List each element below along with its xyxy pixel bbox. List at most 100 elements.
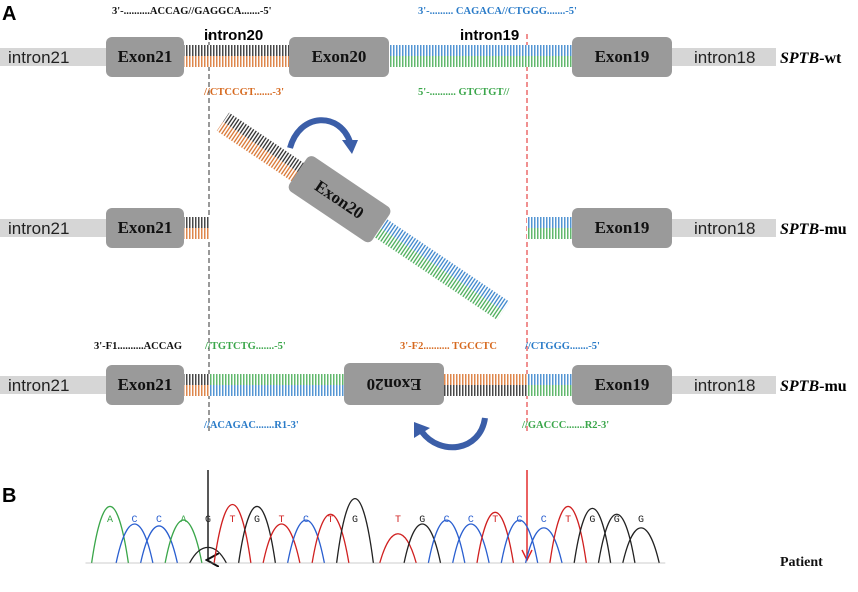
row1-strand-black-2 xyxy=(210,45,290,56)
fragment-strand-green xyxy=(372,226,504,320)
exon21-label-row1: Exon21 xyxy=(118,47,173,66)
row1-strand-orange-2 xyxy=(210,56,290,67)
right-base-call: T xyxy=(395,515,401,526)
exon20-label-row3-inverted: Exon20 xyxy=(367,375,422,394)
right-base-call: T xyxy=(565,515,571,526)
row2-strand-green xyxy=(527,228,573,239)
exon19-box-row2 xyxy=(572,208,672,248)
row2-strand-blue xyxy=(527,217,573,228)
left-trace-peak xyxy=(189,546,227,564)
right-trace-peak xyxy=(452,523,490,564)
exon20-box-row1 xyxy=(289,37,389,77)
right-base-call: G xyxy=(614,515,620,526)
right-trace-peak xyxy=(403,523,442,564)
inversion-arrowhead-bottom xyxy=(414,422,430,438)
inversion-arrow-top xyxy=(287,117,353,149)
row1-strand-orange xyxy=(182,56,210,67)
excised-exon20-fragment: Exon20 xyxy=(216,112,510,320)
row1-strand-blue xyxy=(388,45,574,56)
arrowhead-red xyxy=(521,549,533,562)
exon21-label-row2: Exon21 xyxy=(118,218,173,237)
left-trace-peak xyxy=(286,519,326,564)
row3-strand-black xyxy=(444,385,528,396)
exon19-box-row1 xyxy=(572,37,672,77)
exon20-label-row1: Exon20 xyxy=(312,47,367,66)
right-base-call: C xyxy=(468,515,474,526)
right-trace-peak xyxy=(524,527,563,564)
row3-strand-green xyxy=(210,374,346,385)
row3-strand-green-right xyxy=(528,385,574,396)
left-base-call: T xyxy=(229,515,235,526)
fragment-strand-orange xyxy=(216,121,300,183)
seq-row3-top-left-b: //TGTCTG.......-5' xyxy=(204,341,286,352)
intron18-bar-row1 xyxy=(672,48,776,66)
intron21-bar-row2 xyxy=(0,219,110,237)
exon21-box-row1 xyxy=(106,37,184,77)
intron18-label-row2: intron18 xyxy=(694,219,755,238)
right-trace-peak xyxy=(573,508,612,564)
label-intron19: intron19 xyxy=(460,27,519,44)
left-base-call: C xyxy=(131,515,137,526)
exon19-box-row3 xyxy=(572,365,672,405)
allele-label-row2: SPTB-mu xyxy=(780,221,847,238)
intron21-bar-row3 xyxy=(0,376,110,394)
left-base-call: T xyxy=(327,515,333,526)
left-trace-peak xyxy=(213,503,252,564)
intron18-bar-row3 xyxy=(672,376,776,394)
panel-label-a: A xyxy=(2,3,16,25)
left-trace-peak xyxy=(237,506,277,564)
left-trace-peak xyxy=(311,513,350,564)
right-trace-peak xyxy=(622,527,660,564)
intron21-bar-row1 xyxy=(0,48,110,66)
right-trace-peak xyxy=(427,519,466,564)
exon19-label-row3: Exon19 xyxy=(595,375,650,394)
left-trace-peak xyxy=(262,523,301,564)
left-base-call: A xyxy=(107,515,113,526)
seq-row1-bottom-right: 5'-.......... GTCTGT// xyxy=(418,87,510,98)
fragment-strand-blue xyxy=(378,217,510,311)
intron21-label-row3: intron21 xyxy=(8,376,69,395)
seq-row1-top-right: 3'-......... CAGACA//CTGGG.......-5' xyxy=(418,6,577,17)
right-trace-peak xyxy=(500,519,539,564)
allele-label-row1: SPTB-wt xyxy=(780,50,842,67)
right-trace-peak xyxy=(549,506,587,564)
left-trace-peak xyxy=(139,525,179,564)
left-base-call: C xyxy=(156,515,162,526)
seq-row3-bottom-right: //GACCC.......R2-3' xyxy=(521,420,609,431)
row2-strand-orange xyxy=(182,228,210,239)
left-base-call: T xyxy=(278,515,284,526)
left-base-call: G xyxy=(205,515,211,526)
row2-strand-black xyxy=(182,217,210,228)
panel-label-b: B xyxy=(2,485,16,507)
left-trace-peak xyxy=(164,519,203,564)
row-mutant-intermediate: intron21 Exon21 intron18 Exon19 SPTB-mu … xyxy=(0,112,847,320)
seq-row1-bottom-left: //CTCCGT.......-3' xyxy=(203,87,284,98)
intron18-label-row3: intron18 xyxy=(694,376,755,395)
row-wildtype: 3'-..........ACCAG//GAGGCA.......-5' 3'-… xyxy=(0,6,842,98)
right-trace-peak xyxy=(379,533,417,564)
right-base-call: G xyxy=(589,515,595,526)
row-mutant-inverted: 3'-F1..........ACCAG //TGTCTG.......-5' … xyxy=(0,341,847,431)
fragment-strand-black xyxy=(222,112,306,174)
row1-strand-black xyxy=(182,45,210,56)
seq-row3-top-right-a: 3'-F2.......... TGCCTC xyxy=(400,341,497,352)
left-trace-peak xyxy=(335,498,375,564)
patient-label: Patient xyxy=(780,555,823,570)
right-base-call: C xyxy=(541,515,547,526)
right-trace-peak xyxy=(597,513,636,564)
exon19-label-row1: Exon19 xyxy=(595,47,650,66)
intron18-bar-row2 xyxy=(672,219,776,237)
fragment-exon20-box xyxy=(288,156,391,243)
seq-row3-bottom-left: //ACAGAC.......R1-3' xyxy=(203,420,299,431)
left-trace-peak xyxy=(115,523,154,564)
row1-strand-green xyxy=(388,56,574,67)
right-base-call: G xyxy=(638,515,644,526)
inversion-arrowhead-top xyxy=(342,140,358,154)
left-base-call: G xyxy=(254,515,260,526)
seq-row3-top-right-b: //CTGGG.......-5' xyxy=(524,341,600,352)
allele-label-row3: SPTB-mu xyxy=(780,378,847,395)
seq-row3-top-left-a: 3'-F1..........ACCAG xyxy=(94,341,182,352)
